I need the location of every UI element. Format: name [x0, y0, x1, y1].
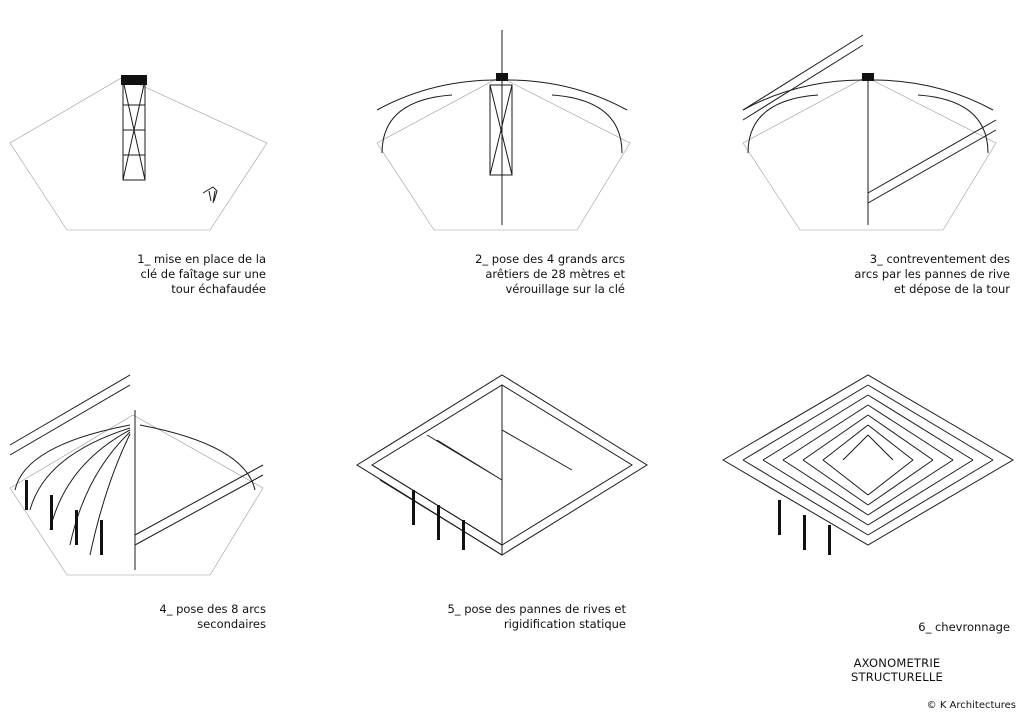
axonometric-main-arcs: [376, 30, 631, 231]
rafter-hatching: [742, 384, 994, 536]
step-5-drawing: [352, 370, 652, 590]
copyright-credit: © K Architectures: [926, 700, 1016, 711]
axonometric-purlins: [356, 374, 648, 556]
step-4-caption: 4_ pose des 8 arcs secondaires: [159, 602, 266, 631]
step-5-caption: 5_ pose des pannes de rives et rigidific…: [447, 602, 626, 631]
step-3-drawing: [738, 25, 1024, 245]
step-2-caption: 2_ pose des 4 grands arcs arêtiers de 28…: [475, 252, 625, 296]
step-1-caption: 1_ mise en place de la clé de faîtage su…: [137, 252, 266, 296]
axonometric-bracing: [742, 34, 997, 231]
scaffold-tower: [121, 75, 147, 181]
title-line-2: STRUCTURELLE: [851, 670, 943, 684]
title-line-1: AXONOMETRIE: [853, 656, 941, 670]
step-1-drawing: [5, 25, 305, 245]
drawing-title: AXONOMETRIE STRUCTURELLE: [842, 656, 952, 684]
step-6-caption: 6_ chevronnage: [918, 620, 1010, 634]
axonometric-secondary-arcs: [9, 374, 264, 576]
step-3-caption: 3_ contreventement des arcs par les pann…: [854, 252, 1010, 296]
step-6-drawing: [718, 370, 1018, 590]
step-2-drawing: [372, 25, 672, 245]
human-scale-figure: [202, 186, 218, 204]
step-4-drawing: [5, 370, 305, 590]
axonometric-tower: [9, 75, 268, 231]
axonometric-rafters: [722, 374, 1014, 555]
